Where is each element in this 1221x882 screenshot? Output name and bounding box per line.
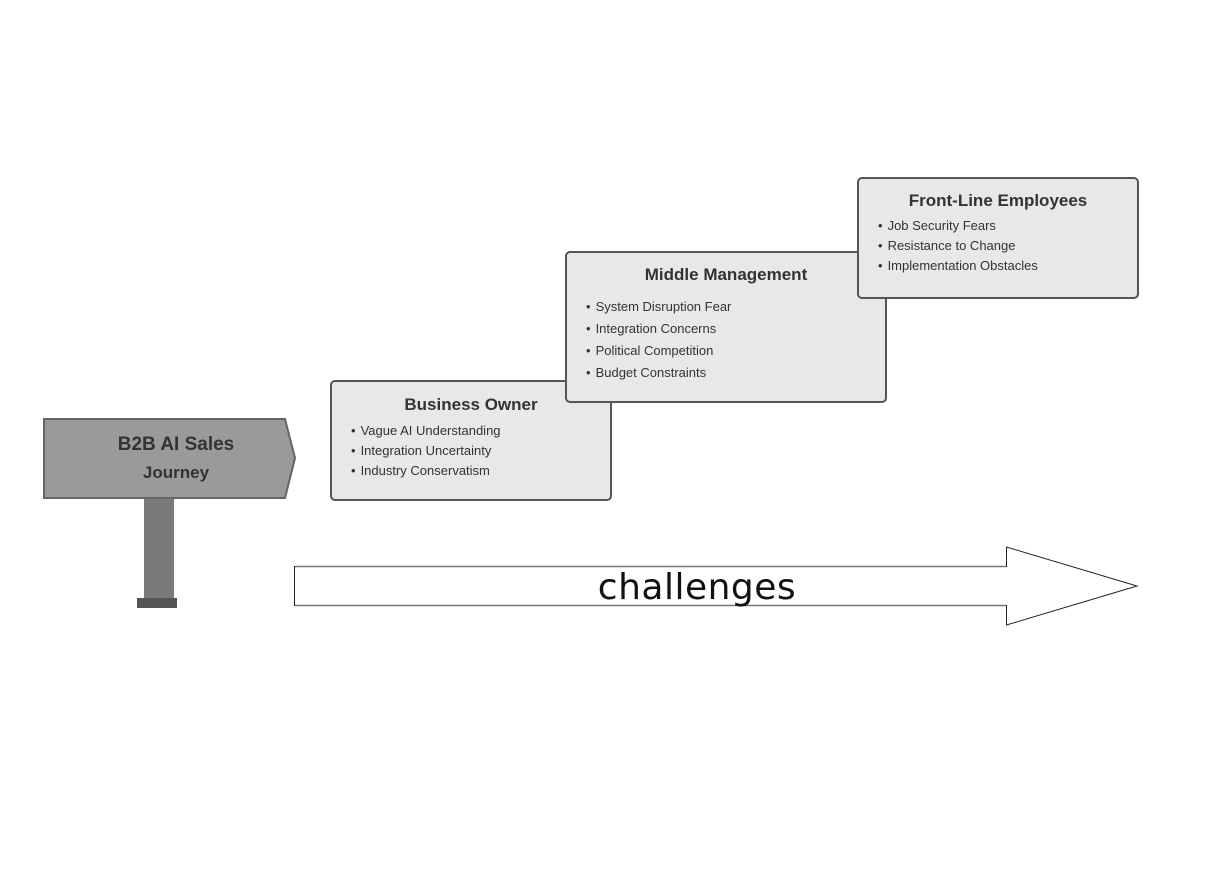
challenge-item: Budget Constraints	[586, 362, 885, 384]
stage-challenge-list: Vague AI Understanding Integration Uncer…	[351, 421, 610, 481]
challenge-item: Implementation Obstacles	[878, 256, 1137, 276]
arrow-label: challenges	[597, 567, 797, 608]
signpost-title: B2B AI Sales	[117, 434, 235, 455]
stage-challenge-list: System Disruption Fear Integration Conce…	[586, 296, 885, 384]
challenge-item: Job Security Fears	[878, 216, 1137, 236]
challenge-item: Resistance to Change	[878, 236, 1137, 256]
stage-card-middle-management: Middle Management System Disruption Fear…	[565, 251, 887, 403]
stage-title: Business Owner	[404, 395, 538, 414]
stage-title: Front-Line Employees	[908, 191, 1088, 210]
challenge-item: Vague AI Understanding	[351, 421, 610, 441]
signpost-post	[144, 499, 174, 600]
challenge-item: Industry Conservatism	[351, 461, 610, 481]
stage-challenge-list: Job Security Fears Resistance to Change …	[878, 216, 1137, 276]
signpost-base	[137, 598, 177, 608]
challenge-item: Political Competition	[586, 340, 885, 362]
challenge-item: Integration Uncertainty	[351, 441, 610, 461]
challenge-item: Integration Concerns	[586, 318, 885, 340]
signpost-subtitle: Journey	[142, 463, 210, 482]
signpost-board	[43, 418, 297, 499]
challenge-item: System Disruption Fear	[586, 296, 885, 318]
stage-card-business-owner: Business Owner Vague AI Understanding In…	[330, 380, 612, 501]
stage-card-front-line-employees: Front-Line Employees Job Security Fears …	[857, 177, 1139, 299]
stage-title: Middle Management	[644, 265, 808, 284]
